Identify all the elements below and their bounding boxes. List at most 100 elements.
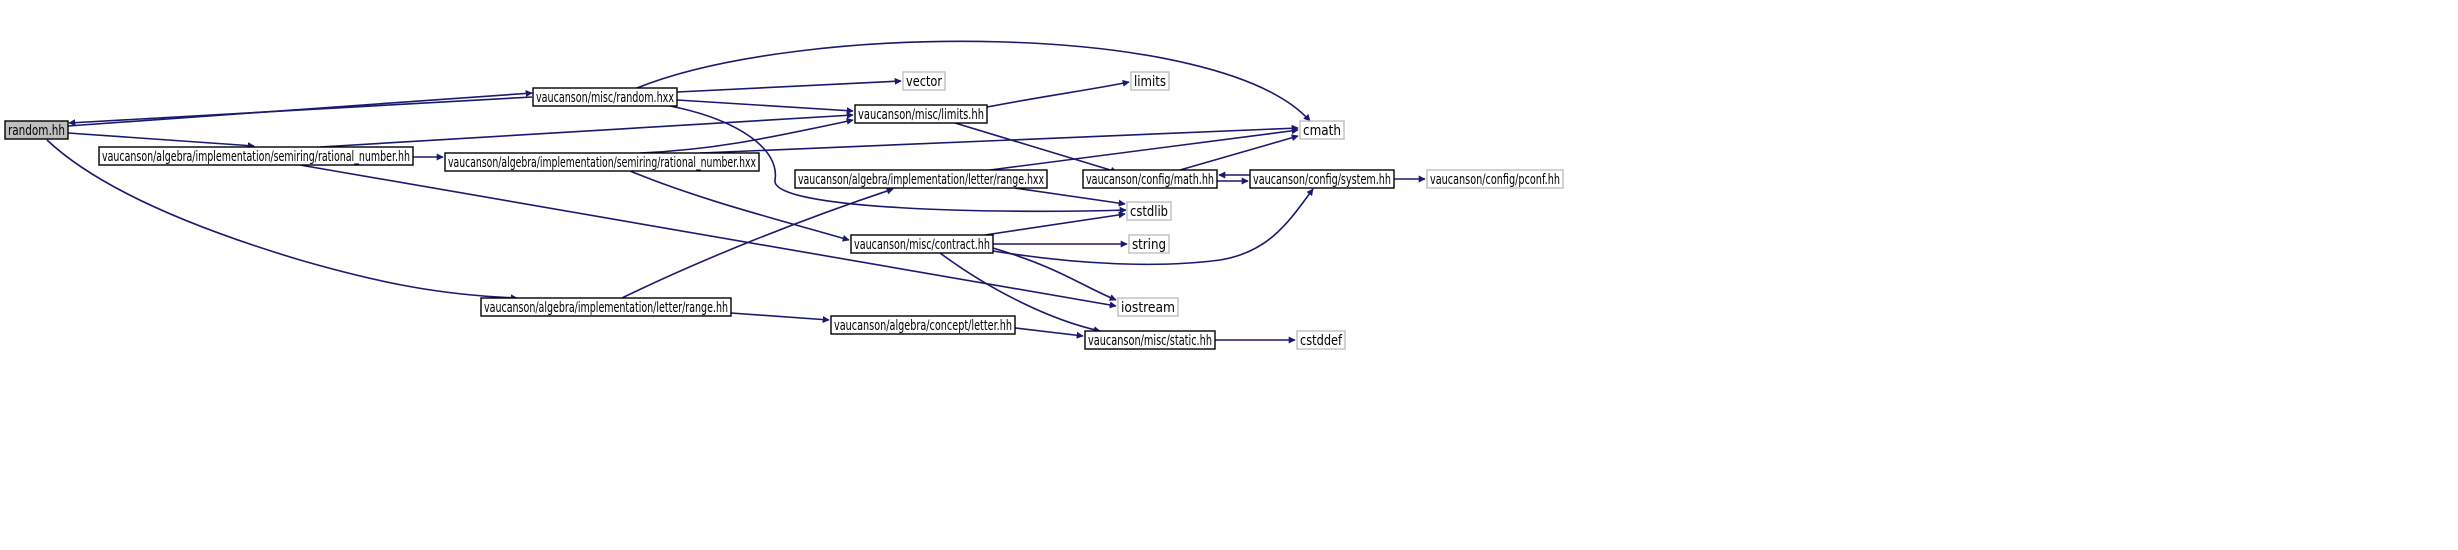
node-label: cstdlib [1130,204,1168,220]
node-label: cmath [1303,123,1341,139]
node-box [902,71,946,91]
edge-line [639,117,854,154]
edge-rational_number_hxx-to-misc_limits_hh [639,117,854,154]
node-label: vaucanson/algebra/concept/letter.hh [834,318,1012,334]
node-box [480,297,732,317]
edge-rational_number_hh-to-iostream [299,164,1117,309]
node-box [532,87,678,107]
edge-line [989,127,1299,171]
edge-misc_random_hxx-to-cmath [636,40,1311,122]
node-config-pconf-hh: vaucanson/config/pconf.hh [1426,169,1564,189]
edge-random_hh-to-letter_range_hh [46,139,518,302]
edge-line [730,312,830,324]
edge-line [636,40,1311,122]
node-label: cstddef [1300,333,1343,349]
node-cstddef: cstddef [1296,330,1346,350]
edge-misc_contract_hh-to-iostream [992,247,1117,301]
node-label: vaucanson/algebra/implementation/semirin… [102,149,410,165]
node-label: vaucanson/config/math.hh [1086,172,1214,188]
edge-line [954,122,1118,174]
edge-config_math_hh-to-cmath [1179,134,1299,171]
node-misc-contract-hh[interactable]: vaucanson/misc/contract.hh [850,234,994,254]
edge-line [629,170,850,242]
edge-line [46,139,518,302]
edge-misc_limits_hh-to-limits [986,79,1130,108]
edge-letter_range_hxx-to-cmath [989,127,1299,171]
node-box [1296,330,1346,350]
edges-layer [46,40,1426,344]
node-label: vaucanson/misc/random.hxx [536,90,674,106]
node-box [1128,234,1170,254]
node-label: vector [906,74,942,90]
edge-line [319,111,854,148]
edge-misc_limits_hh-to-config_math_hh [954,122,1118,174]
node-box [4,120,69,140]
node-letter-range-hh[interactable]: vaucanson/algebra/implementation/letter/… [480,297,732,317]
node-misc-random-hxx[interactable]: vaucanson/misc/random.hxx [532,87,678,107]
edge-line [676,77,902,93]
edge-line [67,132,255,150]
edge-letter_range_hxx-to-cstdlib [1014,187,1126,207]
node-vector: vector [902,71,946,91]
node-label: vaucanson/algebra/implementation/letter/… [484,300,728,316]
edge-line [299,164,1117,309]
node-config-math-hh[interactable]: vaucanson/config/math.hh [1082,169,1218,189]
edge-line [986,79,1130,108]
edge-line [984,211,1126,236]
node-config-system-hh[interactable]: vaucanson/config/system.hh [1249,169,1395,189]
node-letter-range-hxx[interactable]: vaucanson/algebra/implementation/letter/… [794,169,1048,189]
node-box [1299,120,1345,140]
node-cstdlib: cstdlib [1126,201,1172,221]
edge-line [992,188,1314,266]
edge-letter_range_hh-to-letter_range_hxx [621,187,894,299]
node-label: vaucanson/config/pconf.hh [1430,172,1560,188]
edge-misc_random_hxx-to-random_hh [68,96,533,127]
edge-line [1014,327,1084,339]
edge-letter_range_hh-to-concept_letter_hh [730,312,830,324]
node-box [794,169,1048,189]
node-misc-limits-hh[interactable]: vaucanson/misc/limits.hh [854,104,988,124]
edge-rational_number_hxx-to-misc_contract_hh [629,170,850,242]
edge-line [992,247,1117,301]
node-box [854,104,988,124]
node-label: vaucanson/algebra/implementation/semirin… [448,155,756,171]
node-misc-static-hh[interactable]: vaucanson/misc/static.hh [1084,330,1216,350]
node-rational-number-hxx[interactable]: vaucanson/algebra/implementation/semirin… [444,152,760,172]
edge-line [1014,187,1126,207]
node-box [850,234,994,254]
node-box [1130,71,1170,91]
node-label: limits [1134,74,1166,90]
edge-line [939,252,1101,334]
edge-rational_number_hh-to-misc_limits_hh [319,111,854,148]
node-box [1117,297,1179,317]
edge-misc_contract_hh-to-misc_static_hh [939,252,1101,334]
node-label: vaucanson/misc/limits.hh [858,107,984,123]
node-cmath: cmath [1299,120,1345,140]
edge-misc_contract_hh-to-cstdlib [984,211,1126,236]
node-label: vaucanson/algebra/implementation/letter/… [798,172,1044,188]
node-string: string [1128,234,1170,254]
edge-line [669,105,1127,214]
node-label: vaucanson/misc/contract.hh [854,237,990,253]
edge-misc_random_hxx-to-vector [676,77,902,93]
node-box [1426,169,1564,189]
node-rational-number-hh[interactable]: vaucanson/algebra/implementation/semirin… [98,146,414,166]
node-box [1084,330,1216,350]
node-iostream: iostream [1117,297,1179,317]
node-limits: limits [1130,71,1170,91]
edge-misc_random_hxx-to-cstdlib [669,105,1127,214]
node-random-hh[interactable]: random.hh [4,120,69,140]
node-box [1249,169,1395,189]
node-box [444,152,760,172]
node-label: vaucanson/config/system.hh [1253,172,1391,188]
node-concept-letter-hh[interactable]: vaucanson/algebra/concept/letter.hh [830,315,1016,335]
edge-concept_letter_hh-to-misc_static_hh [1014,327,1084,339]
edge-misc_contract_hh-to-config_system_hh [992,188,1314,266]
edge-line [68,96,533,127]
edge-line [699,124,1299,154]
edge-rational_number_hxx-to-cmath [699,124,1299,154]
node-box [1082,169,1218,189]
node-label: vaucanson/misc/static.hh [1088,333,1212,349]
node-label: string [1132,237,1166,253]
